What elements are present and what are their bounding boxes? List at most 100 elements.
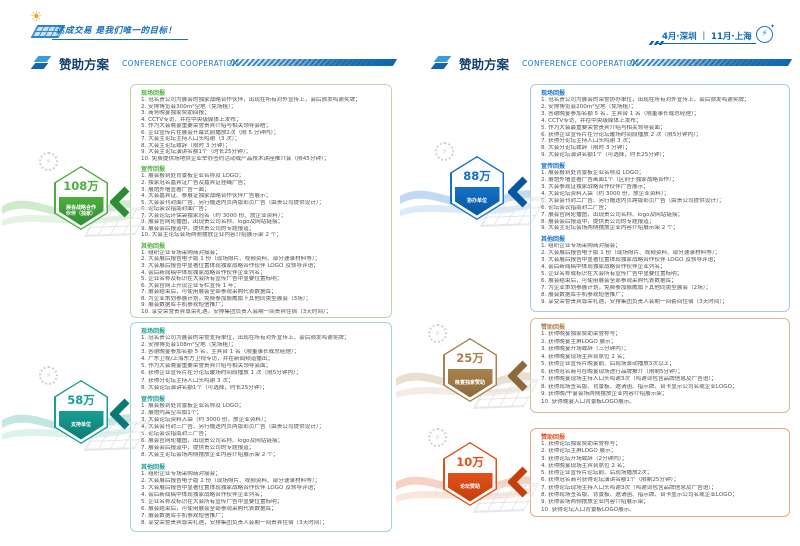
benefit-item: 8. 展会数据库手机参观短信推广； <box>541 291 627 298</box>
chevron-left-icon <box>110 398 130 430</box>
benefit-item: 5. 获得企业宣传片论坛前、后现场播放2次； <box>541 470 653 477</box>
chevron-left-icon <box>508 176 528 208</box>
benefit-item: 1. 组织企业专场采购商对接会； <box>141 470 221 477</box>
benefit-item: 3. 获得论坛开场致辞（2分钟内）； <box>541 455 628 462</box>
benefit-item: 3. 大会展后报告中显著位置体现独家战略合作伙伴 LOGO 及领导评语； <box>141 263 319 270</box>
benefit-item: 3. 商务晚宴独家赞助回报； <box>141 110 210 117</box>
sparkle-icon: ✦ <box>770 23 776 30</box>
section-title: 其他回报 <box>141 242 166 250</box>
slogan-underline <box>52 39 188 40</box>
benefit-item: 7. 大会主论坛主持人口头鸣谢（3 次）； <box>141 136 241 143</box>
benefit-item: 7. 获得分论坛主持人口头鸣谢 3 次； <box>141 377 234 384</box>
benefit-item: 5. 企业名称及标识在大会所有宣传广告中显要位置标明； <box>141 498 283 505</box>
benefit-item: 6. 展会官网轮播图，出现贵公司名称、logo及网站链接； <box>141 438 284 445</box>
section-title: 宣传回报 <box>141 166 166 174</box>
benefit-item: 4. CCTV专访，并在中央级媒体上发布； <box>541 117 642 124</box>
benefit-item: 3. 大会参观证独家战略合作伙伴广告展示； <box>541 183 649 190</box>
benefit-item: 10. 获得晚宴入口背景板LOGO展示。 <box>541 398 635 405</box>
benefit-item: 9. 大会主论坛演讲名额1个（时长25分钟）； <box>141 149 252 156</box>
benefit-item: 2. 获得晚宴主屏LOGO 展示； <box>541 338 617 345</box>
price-badge: ⚡ 108万 展会战略合作伙伴（独家） <box>39 152 151 237</box>
benefit-item: 8. 大会主论坛致辞（限时 3 分钟）； <box>141 142 231 149</box>
benefit-item: 7. 获得分论坛主持人口头鸣谢 3 次； <box>541 138 634 145</box>
benefit-item: 8. 大会分论坛致辞（限时 3 分钟）； <box>541 145 631 152</box>
benefit-item: 2. 安排博览会108m²空地（免场租）； <box>141 342 237 349</box>
section-title: 其他回报 <box>541 236 566 244</box>
benefit-item: 3. 展馆外墙显著广告一面； <box>141 186 210 193</box>
benefit-item: 8. 获得现场签名版、背景板、邀请函、指示牌、台卡显示公司名或企业LOGO； <box>541 492 738 499</box>
benefit-item: 2. 展馆内高空吊旗1个； <box>141 409 203 416</box>
benefit-item: 7. 展会官网轮播图，出现贵公司名称、logo及网站链接； <box>541 211 684 218</box>
benefit-item: 8. 大会主论坛会场两侧摆放企业内容介绍展示架 2 个； <box>141 452 279 459</box>
benefit-item: 9. 大会主论坛会场两侧摆放企业内容介绍展示架 2 个； <box>541 225 679 232</box>
section-title: 现场回报 <box>141 328 166 335</box>
benefit-item: 9. 展会数据库手机参观短信推广； <box>141 302 227 309</box>
benefit-item: 6. 展会结束后，可使用展会全部参观采购代表数据库； <box>541 277 677 284</box>
benefit-item: 5. 企业名称或标识在大会所有宣传广告中显要位置标明； <box>541 270 683 277</box>
price-badge: ⚡ 25万 晚宴独家赞助 <box>428 324 540 409</box>
badge-price: 108万 <box>63 178 99 193</box>
benefit-item: 9. 获得晚/午宴会场两侧摆放企业内容介绍展示架； <box>541 391 668 397</box>
benefit-item: 8. 大会论坛演讲名额1个（可选择，时长25分钟）； <box>141 384 268 391</box>
benefit-item: 3. 获得晚宴开场致辞（三分钟内）； <box>541 346 630 352</box>
section-title: 宣传回报 <box>141 395 166 403</box>
event-dates: 4月·深圳 ｜ 11月·上海 <box>662 32 752 42</box>
benefit-item: 1. 组织企业专场采购商对接会； <box>141 249 221 256</box>
event-dates-block: 4月·深圳 ｜ 11月·上海 ⚡ ✦ <box>648 23 778 50</box>
page-title-en: CONFERENCE COOPERATION <box>122 59 239 68</box>
benefit-item: 8. 享受荣誉贵宾尊荣礼遇，安排集团负责人会期一间贵宾住宿（3天时间）； <box>141 520 328 527</box>
benefit-item: 6. 展会结束后，可使用展会全部参观采购代表数据库； <box>141 505 277 512</box>
page-title-cn: 赞助方案 <box>59 57 110 72</box>
benefit-item: 7. 展会数据库手机参观短信推广； <box>141 513 227 520</box>
gear-sun-icon: ⚡ <box>435 142 454 161</box>
benefit-item: 8. 展会会后报道中，提供贵公司的专题报道； <box>541 218 655 225</box>
benefit-item: 3. 大会论坛资料入袋（约 3000 份，放企业资料）； <box>141 416 270 423</box>
benefit-item: 9. 大会论坛演讲名额1个（可选择，时长25分钟）； <box>541 152 668 159</box>
benefit-item: 4. 获得晚宴现场主宾台席位 2 名； <box>541 462 628 469</box>
benefit-item: 9. 展会会后报道中，提供贵公司的专题报道； <box>141 225 255 232</box>
page-title-cn: 赞助方案 <box>459 57 510 72</box>
benefit-item: 1. 组织企业专场采购商对接会； <box>541 243 621 250</box>
benefit-item: 5. 大会会刊封二广告、另行赠送内页跨版彩页广告（由贵公司提供设计）； <box>541 197 725 204</box>
benefit-item: 4. 大会论坛资料入袋（约 3000 份，放企业资料）； <box>541 190 670 197</box>
chevron-left-icon <box>508 466 528 498</box>
section-title: 现场回报 <box>141 90 166 97</box>
brand-slogan-block: ☀ 达成交易 是我们唯一的目标！ <box>28 8 188 44</box>
benefit-item: 5. 作为大会晚宴重要荣誉贵宾介绍与相关领导会面； <box>141 363 272 370</box>
benefit-item: 2. 大会展后报告电子版 1 份（现场照片、视频资料、部分速录材料等）； <box>541 250 721 257</box>
price-badge: ⚡ 58万 支持单位 <box>39 366 151 451</box>
benefit-item: 1. 冠名贵公司为展会的荣誉支持单位，出现在所有对外宣传上，会后颁发鸣谢奖牌； <box>141 335 350 341</box>
benefit-item: 4. 获得晚宴现场主宾台席位 2 名； <box>541 353 628 360</box>
sun-icon: ☀ <box>30 9 43 25</box>
benefit-item: 10. 大会主论坛会场两侧摆放企业内容介绍展示架 2 个； <box>141 232 282 239</box>
benefit-item: 5. 企业名称及标识在大会所有宣传广告中显要位置标明； <box>141 276 283 283</box>
benefit-item: 4. 大会嘉宾证、参展证独家战略合作伙伴广告展示； <box>141 193 272 200</box>
chevron-left-icon <box>508 360 528 392</box>
section-title: 现场回报 <box>541 90 566 97</box>
benefit-item: 1. 展会报到处背景板企业名称及 LOGO； <box>141 402 245 409</box>
benefit-item: 1. 获得晚宴独家赞助荣誉称号； <box>541 331 621 337</box>
benefit-item: 4. CCTV专访，并在中央级媒体上发布； <box>141 116 242 123</box>
benefit-item: 4. 会后新闻稿中体现独家战略合作伙伴企业列名； <box>541 264 666 271</box>
benefit-item: 6. 论坛会议指南封二广告； <box>541 204 610 211</box>
benefit-item: 5. 作为大会最重要荣誉贵宾介绍与相关领导会面； <box>541 124 666 131</box>
benefit-item: 4. 大会会刊封三广告、另行赠送内页两版彩页广告（由贵公司提供设计）； <box>141 424 325 431</box>
gear-sun-icon: ⚡ <box>39 366 58 385</box>
brand-slogan: 达成交易 是我们唯一的目标！ <box>56 26 177 36</box>
benefit-item: 7. 大会论坛环保袋独家冠名（约 3000 份、放企业资料）； <box>141 212 287 219</box>
badge-price: 88万 <box>463 168 491 183</box>
badge-price: 10万 <box>456 454 484 469</box>
